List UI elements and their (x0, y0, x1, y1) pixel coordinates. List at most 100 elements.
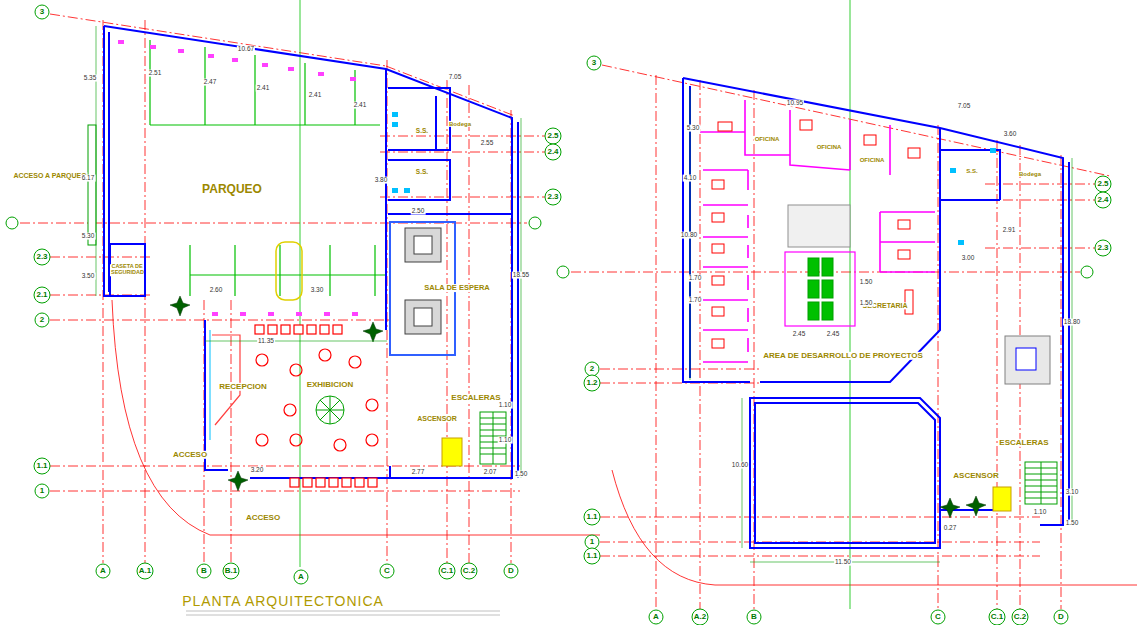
dimension-value: 2.47 (203, 79, 218, 86)
grid-axis-label: 1.1 (585, 552, 598, 560)
dimension-value: 3.20 (250, 467, 265, 474)
dimension-value: 18.55 (512, 272, 530, 279)
grid-axis-label: C.2 (1013, 613, 1027, 621)
elevator-lobby (1005, 336, 1050, 384)
dimension-value: 1.10 (498, 402, 513, 409)
dimension-value: 2.77 (411, 469, 426, 476)
dimension-value: 3.60 (1003, 131, 1018, 138)
grid-bubbles (6, 5, 1111, 625)
room-name: EXHIBICION (306, 381, 355, 389)
dimension-value: 5.30 (686, 125, 701, 132)
grid-axis-label: B (750, 613, 758, 621)
access-gate (88, 125, 96, 245)
room-name: S.S. (415, 169, 429, 176)
room-name: CASETA DE SEGURIDAD (110, 264, 144, 276)
room-name: ASCENSOR (952, 472, 999, 480)
grid-axis-label: C.2 (462, 567, 476, 575)
dimension-value: 10.67 (237, 46, 255, 53)
elevator (442, 438, 462, 466)
grid-axis-label: 1 (39, 487, 45, 495)
room-name: S.S. (415, 128, 429, 135)
dimension-value: 11.35 (257, 338, 275, 345)
room-name: OFICINA (816, 144, 843, 150)
dimension-value: 1.70 (688, 297, 703, 304)
grid-axis-label: A.1 (138, 567, 152, 575)
grid-axis-label: 2.4 (546, 148, 559, 156)
dimension-value: 6.17 (81, 175, 96, 182)
dimension-value: 7.05 (957, 103, 972, 110)
drawing-title: PLANTA ARQUITECTONICA (180, 593, 386, 609)
grid-axis-label: C (934, 613, 942, 621)
exhibit-stand (316, 396, 344, 424)
car (276, 242, 302, 300)
dimension-value: 1.70 (688, 275, 703, 282)
grid-axis-label: 2.3 (546, 193, 559, 201)
dimension-value: 1.50 (514, 471, 529, 478)
sofas (405, 228, 441, 334)
dimension-value: 2.45 (792, 331, 807, 338)
plants (170, 296, 986, 518)
work-tables (808, 258, 833, 320)
stairs (1025, 462, 1057, 504)
dimension-value: 2.50 (411, 208, 426, 215)
dimension-value: 1.10 (1033, 509, 1048, 516)
dimension-value: 0.27 (943, 525, 958, 532)
grid-axis-label: 2.5 (546, 132, 559, 140)
grid-axis-label: C.1 (440, 567, 454, 575)
dimension-value: 2.60 (209, 287, 224, 294)
dimension-value: 4.10 (683, 175, 698, 182)
reception-desk (212, 335, 240, 425)
dimension-value: 10.95 (786, 100, 804, 107)
dimension-value: 11.50 (834, 559, 852, 566)
room-name: ACCESO (245, 514, 281, 522)
grid-axis-label: 1 (589, 538, 595, 546)
grid-axis-label: A (99, 567, 107, 575)
work-area (785, 252, 855, 326)
grid-axis-label: A (652, 613, 660, 621)
grid-axis-label: 2.5 (1096, 180, 1109, 188)
dimension-lines (96, 26, 1072, 562)
grid-axis-label: D (507, 567, 515, 575)
parking-stalls (150, 40, 385, 296)
dimension-value: 1.50 (859, 279, 874, 286)
dimension-value: 18.80 (1063, 319, 1081, 326)
chairs (255, 325, 377, 487)
walls (683, 78, 1069, 548)
title-underline (186, 611, 500, 615)
grid-axis-label: 2.4 (1096, 196, 1109, 204)
room-name: ACCESO (172, 451, 208, 459)
room-name: SALA DE ESPERA (423, 284, 491, 292)
grid-axis-label: 2.3 (1096, 244, 1109, 252)
dimension-value: 3.80 (374, 177, 389, 184)
grid-axis-label: A (297, 573, 305, 581)
grid-axis-label: 1.1 (585, 513, 598, 521)
room-name: ESCALERAS (450, 394, 501, 402)
property-line (112, 300, 1137, 585)
dimension-value: 5.35 (83, 75, 98, 82)
dimension-value: 2.07 (483, 469, 498, 476)
dimension-value: 1.50 (859, 300, 874, 307)
grid-axis-label: B (200, 567, 208, 575)
grid-axis-label: C.1 (990, 613, 1004, 621)
dimension-value: 7.05 (448, 74, 463, 81)
dimension-value: 1.10 (498, 437, 513, 444)
dimension-value: 2.41 (256, 85, 271, 92)
grid-axis-label: 1.2 (585, 379, 598, 387)
grid-axis-label: 3 (39, 8, 45, 16)
dimension-value: 3.00 (961, 255, 976, 262)
room-name: S.S. (965, 168, 978, 174)
dimension-value: 10.80 (680, 232, 698, 239)
dimension-value: 2.45 (826, 331, 841, 338)
elevator (993, 487, 1011, 511)
grid-lines (571, 65, 1110, 609)
dimension-value: 3.30 (310, 287, 325, 294)
dimension-value: 1.50 (1065, 520, 1080, 527)
dimension-value: 2.41 (353, 102, 368, 109)
dimension-value: 10.60 (731, 462, 749, 469)
dimension-value: 5.30 (81, 233, 96, 240)
axis-lines (300, 0, 850, 609)
room-name: Bodega (448, 121, 472, 127)
meeting-table (788, 205, 850, 247)
dimension-value: 2.41 (308, 92, 323, 99)
